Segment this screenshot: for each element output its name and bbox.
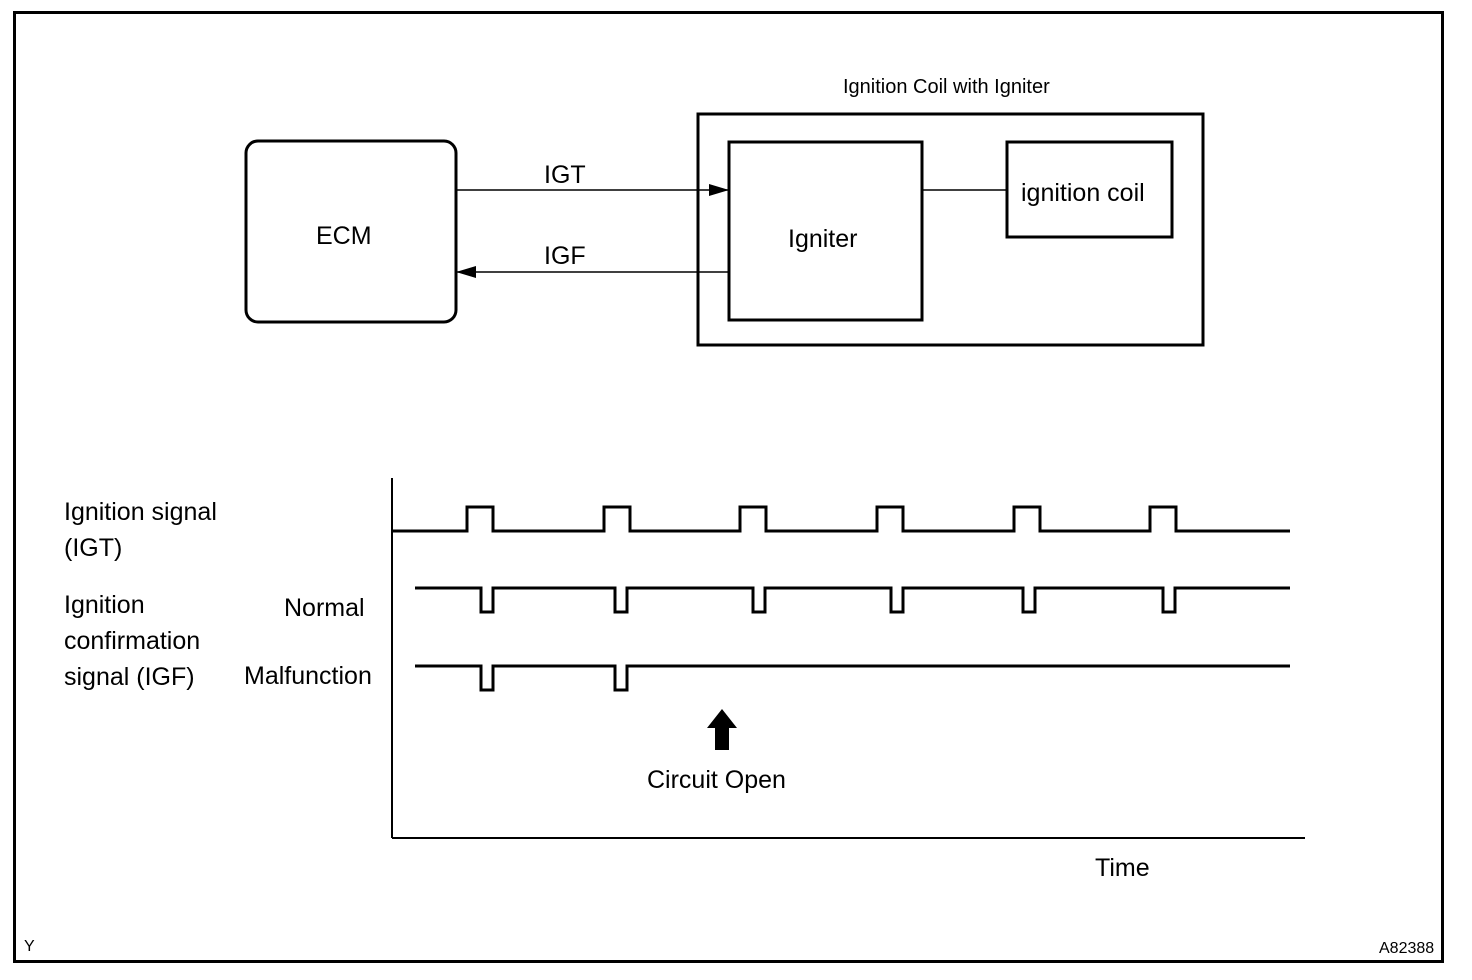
- coil-module-box: [696, 112, 1205, 347]
- igf-normal-waveform: [415, 586, 1290, 614]
- ecm-label: ECM: [316, 222, 372, 250]
- igniter-box: [727, 140, 924, 322]
- igt-row-label-line2: (IGT): [64, 534, 123, 562]
- igt-row-label: Ignition signal (IGT): [64, 494, 217, 566]
- igt-waveform: [392, 505, 1290, 533]
- corner-letter: Y: [24, 938, 35, 955]
- igf-row-label-line1: Ignition: [64, 591, 145, 619]
- igniter-label: Igniter: [788, 225, 858, 253]
- normal-label: Normal: [284, 594, 365, 622]
- module-title: Ignition Coil with Igniter: [843, 76, 1050, 98]
- ecm-box: [244, 139, 458, 324]
- igt-row-label-line1: Ignition signal: [64, 498, 217, 526]
- figure-frame: [13, 11, 1444, 963]
- circuit-open-label: Circuit Open: [647, 766, 786, 794]
- time-axis-label: Time: [1095, 854, 1150, 882]
- igt-label: IGT: [544, 161, 586, 189]
- ignition-coil-label: ignition coil: [1021, 179, 1145, 207]
- igf-row-label-line3: signal (IGF): [64, 663, 195, 691]
- igf-malfunction-waveform: [415, 664, 1290, 692]
- figure-code: A82388: [1379, 940, 1435, 957]
- igf-row-label: Ignition confirmation signal (IGF): [64, 587, 200, 695]
- igf-row-label-line2: confirmation: [64, 627, 201, 655]
- circuit-open-arrow: [707, 709, 737, 750]
- malfunction-label: Malfunction: [244, 662, 372, 690]
- igf-label: IGF: [544, 242, 586, 270]
